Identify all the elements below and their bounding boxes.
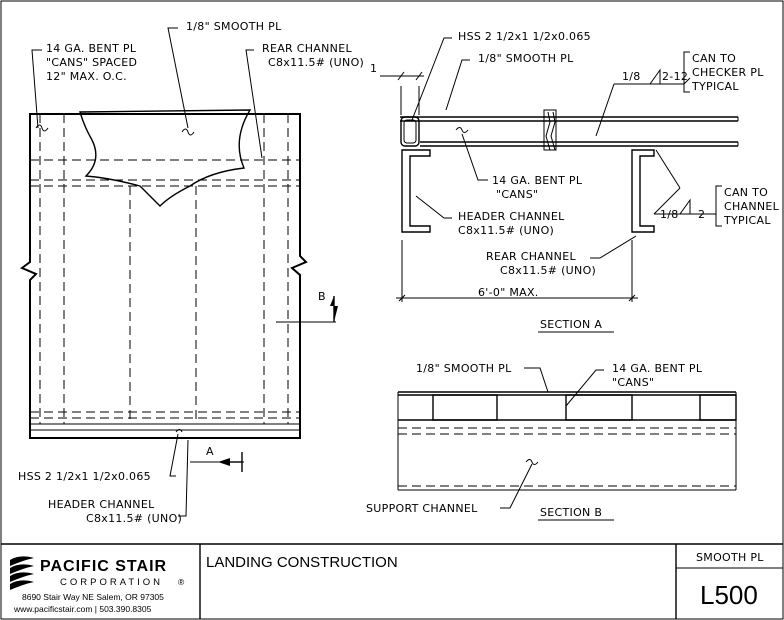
weld2-spacing: 2 <box>698 208 705 221</box>
company-web-phone: www.pacificstair.com | 503.390.8305 <box>13 604 152 614</box>
plan-header-channel-label-2: C8x11.5# (UNO) <box>86 512 182 525</box>
weld2-note-2: CHANNEL <box>724 200 780 213</box>
plan-cans-label-2: "CANS" SPACED <box>46 56 137 69</box>
section-b-cans-label-2: "CANS" <box>612 376 654 389</box>
weld2-note-1: CAN TO <box>724 186 768 199</box>
company-sub: CORPORATION <box>60 577 163 588</box>
weld2-note-3: TYPICAL <box>723 214 771 227</box>
plan-outline <box>20 113 308 439</box>
weld1-size: 1/8 <box>622 70 641 83</box>
weld1-spacing: 2-12 <box>662 70 688 83</box>
sheet-number: L500 <box>700 580 758 610</box>
weld2-size: 1/8 <box>660 208 679 221</box>
plan-view: B A 1/8" SMOOTH PL 14 GA. BENT PL "CANS"… <box>18 20 364 525</box>
section-a-header-channel-1: HEADER CHANNEL <box>458 210 565 223</box>
drawing-variant: SMOOTH PL <box>696 551 764 564</box>
plan-rear-channel-label-1: REAR CHANNEL <box>262 42 352 55</box>
plan-cans-label-1: 14 GA. BENT PL <box>46 42 137 55</box>
weld1-note-3: TYPICAL <box>691 80 739 93</box>
drawing-title: LANDING CONSTRUCTION <box>206 554 398 571</box>
weld1-note-2: CHECKER PL <box>692 66 764 79</box>
section-b-smooth-plate-label: 1/8" SMOOTH PL <box>416 362 512 375</box>
section-a-tag: A <box>206 445 214 458</box>
hss-tube <box>400 116 420 147</box>
plan-cans-label-3: 12" MAX. O.C. <box>46 70 127 83</box>
section-a-smooth-plate-label: 1/8" SMOOTH PL <box>478 52 574 65</box>
can-2 <box>565 394 633 421</box>
rear-channel <box>631 149 655 233</box>
section-a-hss-label: HSS 2 1/2x1 1/2x0.065 <box>458 30 591 43</box>
header-channel <box>401 149 431 233</box>
company-name: PACIFIC STAIR <box>40 558 167 575</box>
section-a-dim-1: 1 <box>370 62 377 75</box>
section-a-title: SECTION A <box>540 318 602 331</box>
plan-rear-channel-label-2: C8x11.5# (UNO) <box>268 56 364 69</box>
plan-smooth-plate-label: 1/8" SMOOTH PL <box>186 20 282 33</box>
section-a-cans-label-1: 14 GA. BENT PL <box>492 174 583 187</box>
section-b-cans-label-1: 14 GA. BENT PL <box>612 362 703 375</box>
section-a-rear-channel-1: REAR CHANNEL <box>486 250 576 263</box>
title-block: PACIFIC STAIR CORPORATION ® 8690 Stair W… <box>1 543 783 619</box>
smooth-plate-cutout <box>79 109 252 207</box>
section-a-header-channel-2: C8x11.5# (UNO) <box>458 224 554 237</box>
section-b-title: SECTION B <box>540 506 602 519</box>
section-a-dimension: 6'-0" MAX. <box>478 286 539 299</box>
section-a: HSS 2 1/2x1 1/2x0.065 1/8" SMOOTH PL 1 1… <box>370 30 780 333</box>
section-b: 1/8" SMOOTH PL 14 GA. BENT PL "CANS" SUP… <box>366 362 737 521</box>
plan-header-channel-label-1: HEADER CHANNEL <box>48 498 155 511</box>
can-1 <box>432 394 498 421</box>
section-a-cans-label-2: "CANS" <box>496 188 538 201</box>
plan-hss-label: HSS 2 1/2x1 1/2x0.065 <box>18 470 151 483</box>
support-channel-label: SUPPORT CHANNEL <box>366 502 478 515</box>
section-b-tag: B <box>318 290 326 303</box>
pacific-stair-logo-icon <box>10 556 34 590</box>
company-address: 8690 Stair Way NE Salem, OR 97305 <box>22 592 164 602</box>
weld1-note-1: CAN TO <box>692 52 736 65</box>
section-a-rear-channel-2: C8x11.5# (UNO) <box>500 264 596 277</box>
can-3 <box>699 394 737 421</box>
registered-mark: ® <box>178 577 185 587</box>
